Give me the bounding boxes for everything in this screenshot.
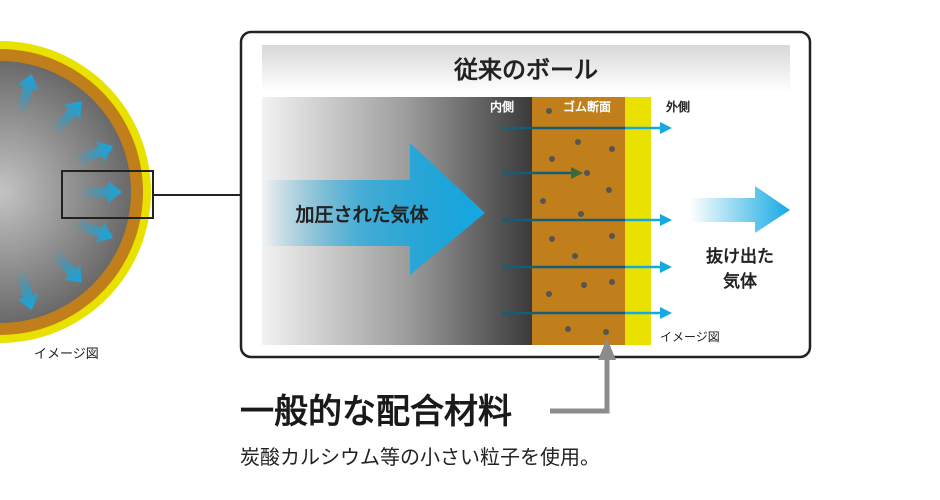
outside-label: 外側 bbox=[666, 99, 690, 114]
particle bbox=[549, 156, 555, 162]
particle bbox=[609, 279, 615, 285]
particle bbox=[584, 170, 590, 176]
ball-core bbox=[0, 61, 131, 323]
ball-gas-arrow bbox=[15, 267, 39, 310]
panel-title-band bbox=[262, 45, 790, 92]
ball-gas-arrow bbox=[15, 74, 39, 117]
rubber-label: ゴム断面 bbox=[563, 99, 611, 114]
ball-image-caption: イメージ図 bbox=[34, 347, 99, 362]
ball-gas-arrow bbox=[49, 101, 82, 136]
panel-image-caption: イメージ図 bbox=[660, 330, 720, 344]
ball-gas-arrow bbox=[72, 217, 114, 243]
particle bbox=[549, 236, 555, 242]
particles bbox=[540, 108, 615, 335]
inside-label: 内側 bbox=[490, 99, 514, 114]
particle bbox=[606, 187, 612, 193]
permeating-gas-arrow bbox=[502, 261, 672, 273]
pointer-line bbox=[550, 352, 610, 414]
ball-illustration: イメージ図 bbox=[0, 41, 241, 362]
ball-gas-arrow bbox=[80, 181, 122, 203]
permeating-gas-arrow bbox=[502, 214, 672, 226]
ball-gas-arrow bbox=[49, 248, 82, 283]
pressurized-gas-arrow bbox=[262, 143, 485, 275]
particle bbox=[578, 211, 584, 217]
particle bbox=[603, 329, 609, 335]
particle bbox=[546, 108, 552, 114]
permeating-gas-arrow bbox=[502, 307, 672, 319]
conventional-ball-panel: 従来のボール 内側 ゴム断面 外側 加圧された気体 抜け出た 気体 イメージ図 bbox=[239, 30, 812, 359]
panel-title: 従来のボール bbox=[453, 56, 598, 84]
material-heading: 一般的な配合材料 bbox=[240, 392, 512, 432]
escaped-gas-label-line2: 気体 bbox=[722, 271, 758, 292]
ball-gas-arrow bbox=[72, 141, 114, 167]
material-description: 炭酸カルシウム等の小さい粒子を使用。 bbox=[240, 445, 600, 469]
permeating-gas-arrow bbox=[502, 122, 672, 134]
blocked-gas-arrow bbox=[502, 167, 583, 179]
escaped-gas-arrow bbox=[690, 186, 790, 233]
pointer-arrowhead bbox=[598, 338, 616, 360]
particle bbox=[575, 139, 581, 145]
escaped-gas-label-line1: 抜け出た bbox=[706, 246, 774, 267]
particle bbox=[540, 198, 546, 204]
pressurized-gas-label: 加圧された気体 bbox=[294, 203, 429, 226]
gas-permeation-arrows bbox=[502, 122, 672, 319]
particle bbox=[546, 291, 552, 297]
particle bbox=[609, 146, 615, 152]
particle bbox=[581, 282, 587, 288]
particle bbox=[565, 326, 571, 332]
ball-gas-arrows bbox=[15, 74, 122, 310]
particle bbox=[609, 233, 615, 239]
particle bbox=[572, 253, 578, 259]
